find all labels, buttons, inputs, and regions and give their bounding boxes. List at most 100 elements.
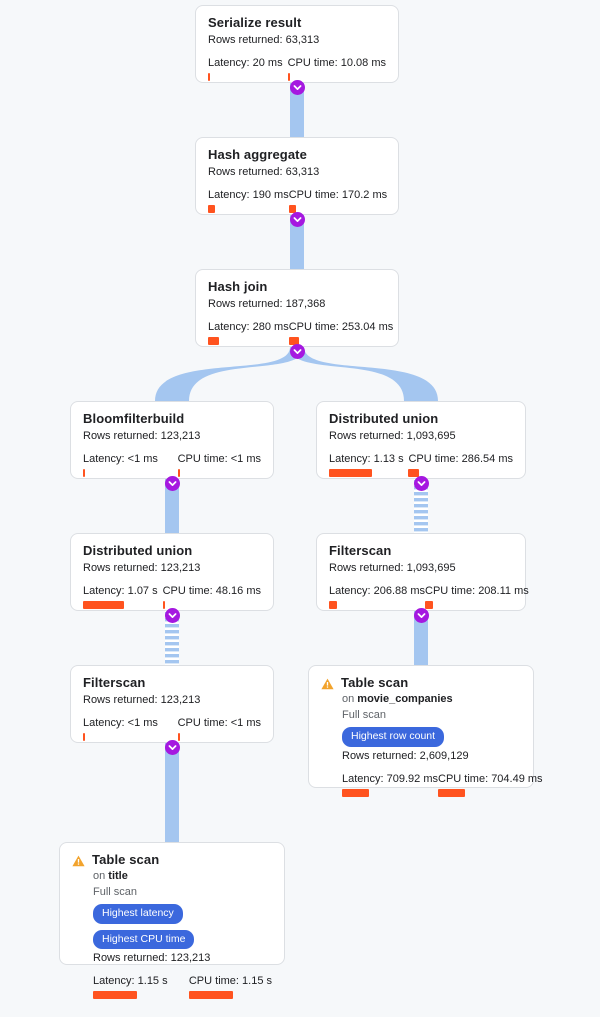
cpu-time-bar: [288, 337, 299, 345]
node-header: Hash join: [208, 279, 386, 295]
cpu-time-label: CPU time: 253.04 ms: [288, 321, 394, 333]
collapse-bloomfilterbuild-chevron-down-icon[interactable]: [165, 476, 180, 491]
latency-bar: [83, 733, 85, 741]
node-header: Filterscan: [83, 675, 261, 691]
node-title: Distributed union: [329, 411, 439, 426]
latency-label: Latency: 1.15 s: [93, 975, 168, 987]
latency-bar: [93, 991, 137, 999]
metric-cpu-time: CPU time: 704.49 ms: [438, 773, 543, 797]
edge-hashjoin-distributedunion: [290, 347, 438, 401]
cpu-time-label: CPU time: <1 ms: [177, 453, 261, 465]
latency-label: Latency: <1 ms: [83, 453, 158, 465]
metric-latency: Latency: 280 ms: [208, 321, 289, 345]
node-header: Table scan: [72, 852, 272, 868]
node-rows-returned: Rows returned: 63,313: [208, 34, 320, 46]
collapse-distributed-union-left-chevron-down-icon[interactable]: [165, 608, 180, 623]
node-title: Distributed union: [83, 543, 193, 558]
edge-filterscanleft-tablescantitle: [165, 743, 179, 842]
badge-highest-latency: Highest latency: [93, 904, 183, 924]
collapse-hash-join-chevron-down-icon[interactable]: [290, 344, 305, 359]
node-rows-returned: Rows returned: 123,213: [83, 694, 201, 706]
latency-bar: [329, 469, 372, 477]
cpu-time-label: CPU time: <1 ms: [177, 717, 261, 729]
node-rows-returned: Rows returned: 123,213: [83, 430, 201, 442]
node-title: Table scan: [341, 675, 409, 690]
badge-highest-cpu-time: Highest CPU time: [93, 929, 195, 949]
latency-label: Latency: 206.88 ms: [329, 585, 426, 597]
node-title: Serialize result: [208, 15, 302, 30]
cpu-time-label: CPU time: 286.54 ms: [408, 453, 513, 465]
metric-latency: Latency: 1.13 s: [329, 453, 408, 477]
node-rows-returned: Rows returned: 123,213: [83, 562, 201, 574]
latency-bar: [342, 788, 369, 797]
metric-latency: Latency: 1.15 s: [93, 975, 189, 999]
metric-cpu-time: CPU time: <1 ms: [177, 453, 261, 477]
metric-latency: Latency: 20 ms: [208, 57, 288, 81]
node-header: Table scan: [321, 675, 521, 691]
cpu-time-label: CPU time: 208.11 ms: [425, 585, 529, 597]
node-metrics: Latency: <1 ms CPU time: <1 ms: [83, 453, 261, 477]
metric-cpu-time: CPU time: 286.54 ms: [408, 453, 513, 477]
cpu-time-bar: [287, 73, 290, 81]
latency-label: Latency: 709.92 ms: [342, 772, 439, 785]
collapse-filterscan-right-chevron-down-icon[interactable]: [414, 608, 429, 623]
node-title: Filterscan: [83, 675, 146, 690]
node-header: Serialize result: [208, 15, 386, 31]
node-title: Table scan: [92, 852, 160, 867]
cpu-time-label: CPU time: 704.49 ms: [438, 772, 543, 785]
collapse-serialize-result-chevron-down-icon[interactable]: [290, 80, 305, 95]
badge-highest-row-count: Highest row count: [342, 727, 445, 747]
metric-cpu-time: CPU time: 10.08 ms: [287, 57, 386, 81]
metric-latency: Latency: 709.92 ms: [342, 773, 438, 797]
latency-bar: [208, 73, 210, 81]
metric-cpu-time: CPU time: 48.16 ms: [162, 585, 261, 609]
node-header: Filterscan: [329, 543, 513, 559]
latency-label: Latency: 1.13 s: [329, 453, 404, 465]
cpu-time-label: CPU time: 48.16 ms: [162, 585, 261, 597]
metric-cpu-time: CPU time: 208.11 ms: [425, 585, 529, 609]
node-scan-type: Full scan: [342, 709, 387, 721]
node-metrics: Latency: 1.13 s CPU time: 286.54 ms: [329, 453, 513, 477]
warning-icon: [321, 678, 334, 690]
node-table-ref: on movie_companies: [342, 693, 453, 705]
node-metrics: Latency: 1.15 s CPU time: 1.15 s: [93, 975, 272, 999]
latency-bar: [329, 601, 337, 609]
metric-latency: Latency: <1 ms: [83, 717, 178, 741]
node-header: Bloomfilterbuild: [83, 411, 261, 427]
node-rows-returned: Rows returned: 1,093,695: [329, 430, 456, 442]
metric-cpu-time: CPU time: 170.2 ms: [288, 189, 387, 213]
collapse-distributed-union-right-chevron-down-icon[interactable]: [414, 476, 429, 491]
collapse-hash-aggregate-chevron-down-icon[interactable]: [290, 212, 305, 227]
node-table-ref: on title: [93, 870, 128, 882]
node-rows-returned: Rows returned: 2,609,129: [342, 749, 469, 762]
node-metrics: Latency: 20 ms CPU time: 10.08 ms: [208, 57, 386, 81]
metric-cpu-time: CPU time: 1.15 s: [188, 975, 272, 999]
node-title: Hash join: [208, 279, 268, 294]
latency-bar: [208, 337, 219, 345]
latency-label: Latency: 20 ms: [208, 57, 283, 69]
node-badges: Highest row count: [342, 727, 521, 747]
cpu-time-bar: [438, 788, 466, 797]
collapse-filterscan-left-chevron-down-icon[interactable]: [165, 740, 180, 755]
